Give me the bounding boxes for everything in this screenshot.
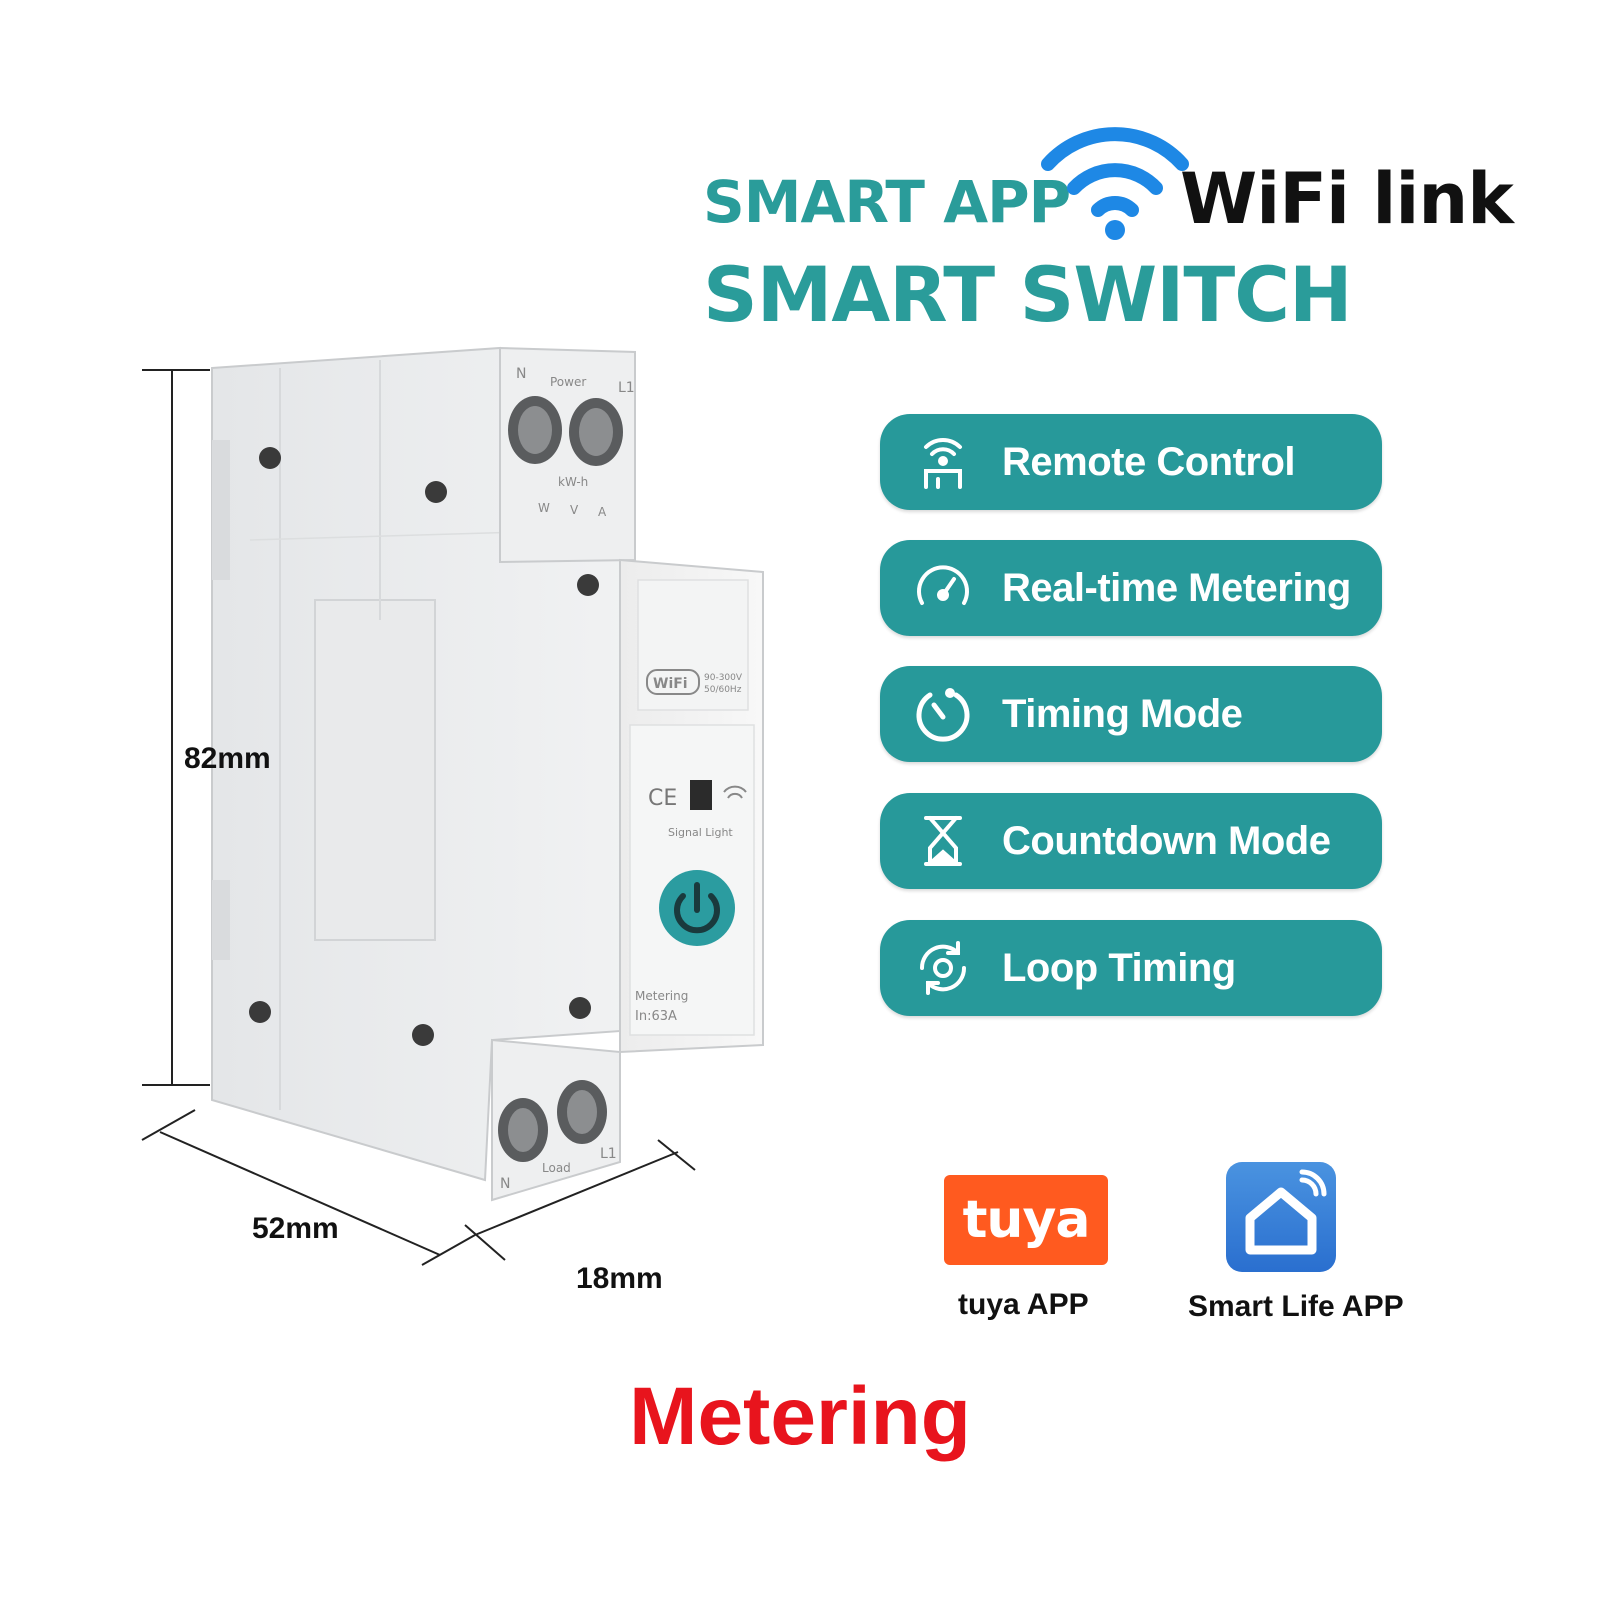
feature-remote-control: Remote Control [880,414,1382,510]
gauge-icon [917,565,969,605]
voltage-spec: 90-300V [704,673,743,683]
width-dimension: 18mm [576,1262,663,1295]
tuya-logo: tuya [944,1175,1108,1265]
device-illustration: N Power L1 kW-h W V A WiFi 90-300V 50/60… [141,346,764,1266]
timer-icon [916,688,970,742]
feature-label: Loop Timing [1002,945,1236,990]
v-label: V [570,503,579,517]
power-icon [674,882,720,934]
smart-life-app-label: Smart Life APP [1188,1290,1404,1323]
wifi-link-heading: WiFi link [1180,158,1514,240]
bottom-l1-label: L1 [600,1146,617,1162]
power-label: Power [550,375,586,389]
w-label: W [538,501,550,515]
feature-loop-timing: Loop Timing [880,920,1382,1016]
feature-label: Real-time Metering [1002,565,1351,610]
a-label: A [598,505,607,519]
depth-dimension: 52mm [252,1212,339,1245]
feature-real-time-metering: Real-time Metering [880,540,1382,636]
signal-light-label: Signal Light [668,826,733,839]
wifi-badge: WiFi [653,676,688,692]
signal-wifi-icon [723,785,747,799]
top-l1-label: L1 [618,380,635,396]
ce-mark: CE [648,786,677,811]
rating-label: In:63A [635,1009,677,1024]
bottom-n-label: N [500,1176,510,1192]
metering-device-label: Metering [635,989,688,1003]
smart-switch-heading: SMART SWITCH [703,250,1353,339]
feature-label: Remote Control [1002,439,1296,484]
signal-light [690,780,712,810]
tuya-app-label: tuya APP [958,1288,1089,1321]
frequency-spec: 50/60Hz [704,685,742,695]
load-label: Load [542,1161,571,1175]
kwh-label: kW-h [558,475,588,489]
feature-label: Timing Mode [1002,691,1243,736]
smart-app-heading: SMART APP [703,168,1071,236]
metering-title: Metering [629,1371,971,1462]
feature-timing-mode: Timing Mode [880,666,1382,762]
tuya-logo-text: tuya [962,1190,1091,1250]
hourglass-icon [924,816,962,866]
height-dimension: 82mm [184,742,271,775]
top-n-label: N [516,366,526,382]
loop-icon [919,941,967,995]
wifi-icon [1041,127,1189,240]
feature-label: Countdown Mode [1002,818,1331,863]
feature-countdown-mode: Countdown Mode [880,793,1382,889]
smart-life-logo [1226,1162,1336,1272]
home-icon [1245,1169,1327,1255]
remote-control-icon [924,437,962,489]
